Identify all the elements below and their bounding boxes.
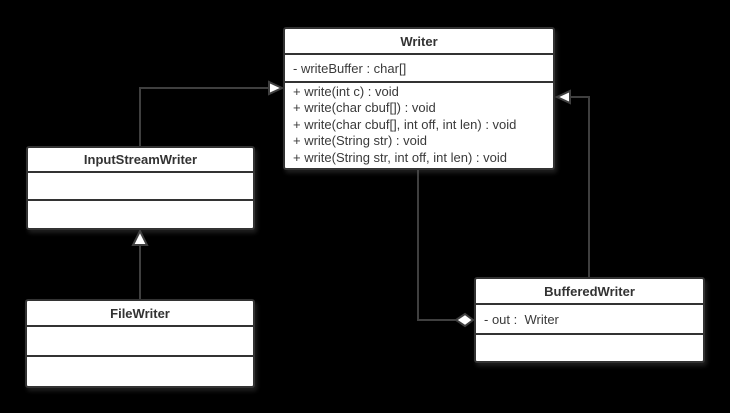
class-box-writer[interactable]: Writer - writeBuffer : char[] + write(in… bbox=[283, 27, 555, 170]
method-item: + write(char cbuf[], int off, int len) :… bbox=[293, 116, 517, 132]
methods-compartment bbox=[28, 201, 253, 226]
attributes-compartment: - writeBuffer : char[] bbox=[285, 55, 553, 83]
attribute-item: - out : Writer bbox=[484, 311, 559, 327]
attributes-compartment bbox=[28, 173, 253, 201]
generalization-triangle-icon bbox=[131, 228, 149, 246]
method-item: + write(int c) : void bbox=[293, 84, 399, 99]
class-box-inputstreamwriter[interactable]: InputStreamWriter bbox=[26, 146, 255, 230]
aggregation-diamond-icon bbox=[454, 312, 475, 328]
method-item: + write(String str, int off, int len) : … bbox=[293, 149, 507, 165]
generalization-line-inputstreamwriter-writer bbox=[139, 87, 269, 146]
class-title-filewriter: FileWriter bbox=[27, 301, 253, 327]
generalization-line-bufferedwriter-writer bbox=[569, 96, 590, 277]
method-item: + write(char cbuf[]) : void bbox=[293, 100, 436, 116]
attributes-compartment: - out : Writer bbox=[476, 305, 703, 335]
attributes-compartment bbox=[27, 327, 253, 357]
methods-compartment: + write(int c) : void + write(char cbuf[… bbox=[285, 83, 553, 168]
generalization-triangle-icon bbox=[554, 89, 571, 105]
attribute-item: - writeBuffer : char[] bbox=[293, 60, 407, 76]
class-title-writer: Writer bbox=[285, 29, 553, 55]
class-box-filewriter[interactable]: FileWriter bbox=[25, 299, 255, 388]
class-box-bufferedwriter[interactable]: BufferedWriter - out : Writer bbox=[474, 277, 705, 363]
method-item: + write(String str) : void bbox=[293, 133, 428, 149]
class-title-inputstreamwriter: InputStreamWriter bbox=[28, 148, 253, 173]
methods-compartment bbox=[27, 357, 253, 384]
generalization-triangle-icon bbox=[268, 80, 285, 96]
aggregation-line-writer-bufferedwriter bbox=[417, 169, 457, 321]
class-title-bufferedwriter: BufferedWriter bbox=[476, 279, 703, 305]
methods-compartment bbox=[476, 335, 703, 359]
